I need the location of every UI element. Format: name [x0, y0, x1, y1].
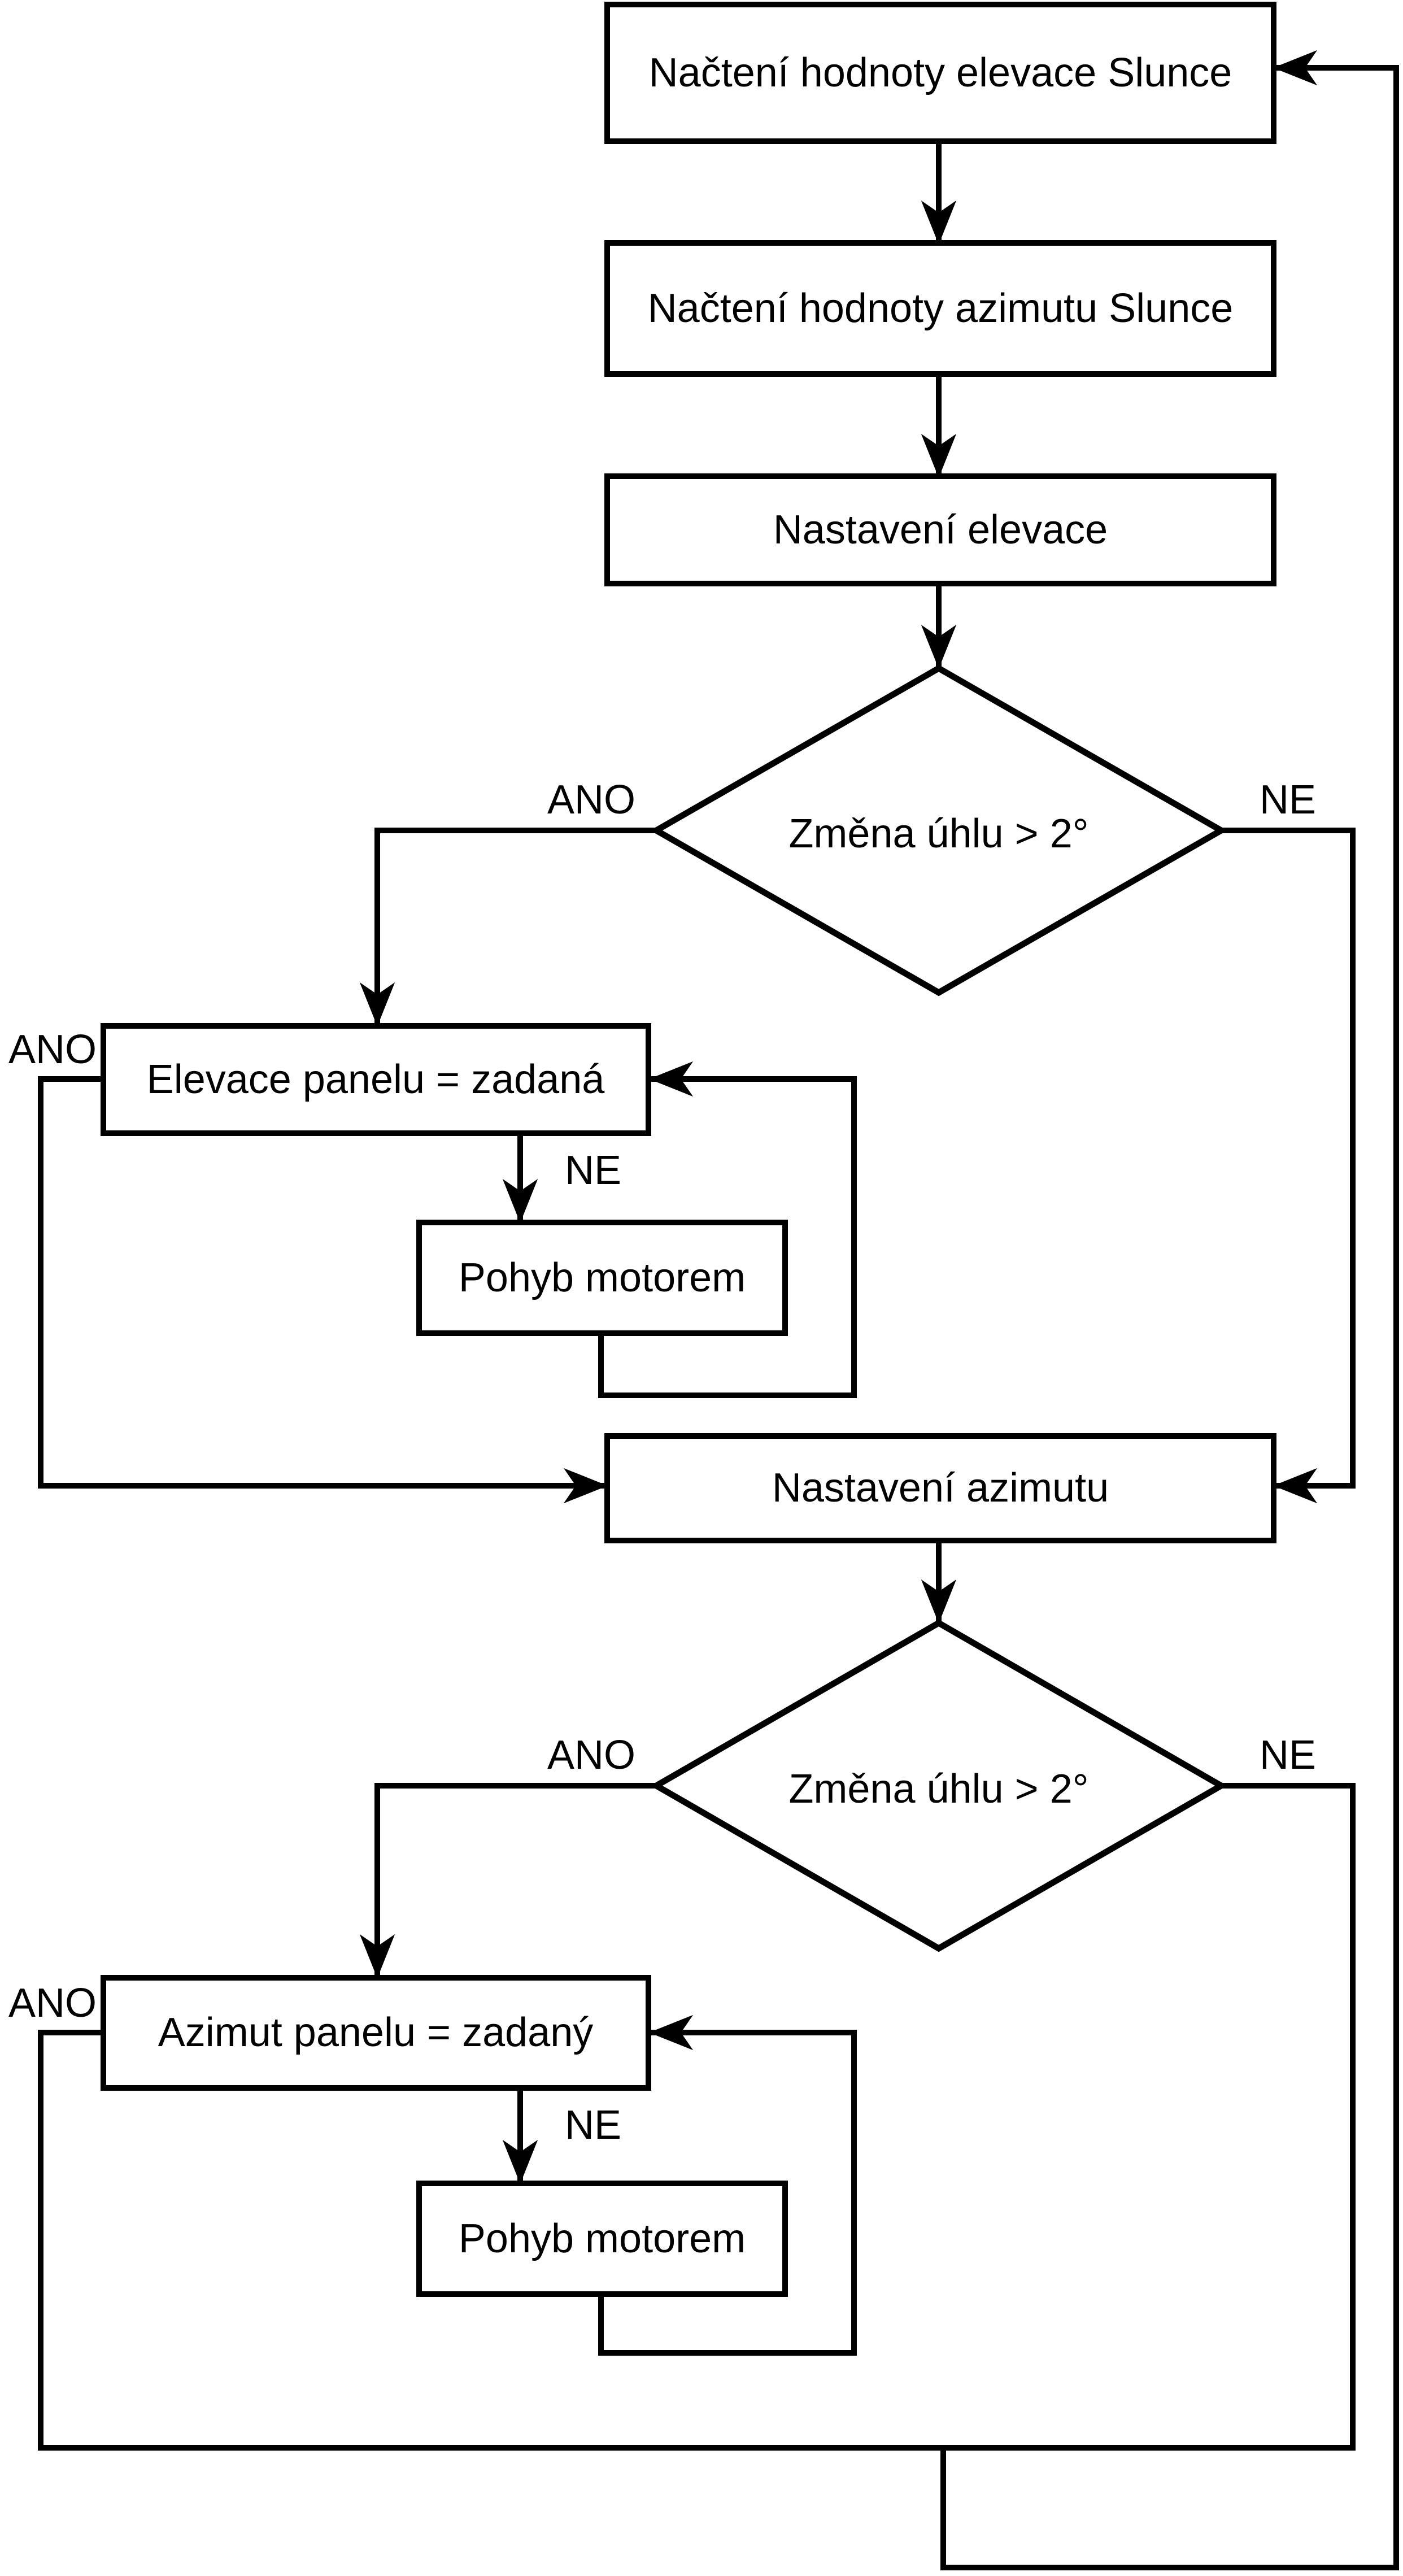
edge-decision-azimuth-ano	[359, 1783, 656, 1978]
node-set-azimuth-label: Nastavení azimutu	[772, 1465, 1109, 1511]
edge-decision-elevation-ano	[359, 828, 656, 1026]
label-azimuth-equal-ano: ANO	[8, 1981, 97, 2026]
label-azimuth-equal-ne: NE	[565, 2103, 621, 2148]
label-decision-azimuth-ano: ANO	[547, 1733, 635, 1778]
node-motor-azimuth-box	[416, 2181, 788, 2297]
node-load-azimuth-label: Načtení hodnoty azimutu Slunce	[648, 286, 1234, 331]
edge-elevation-equal-ano-to-set-azimuth	[38, 1076, 608, 1504]
node-load-azimuth-box	[604, 240, 1276, 377]
edge-azimuth-equal-ano-bottom	[38, 2030, 1356, 2451]
label-decision-azimuth-ne: NE	[1260, 1733, 1316, 1778]
node-azimuth-equal-box	[101, 1975, 651, 2091]
node-elevation-equal-label: Elevace panelu = zadaná	[147, 1057, 605, 1102]
edge-decision-azimuth-ne-down	[1221, 1783, 1356, 2451]
edge-motor-elevation-loop-back	[598, 1061, 857, 1398]
edge-return-to-load-elevation	[940, 50, 1399, 2570]
label-decision-elevation-ano: ANO	[547, 777, 635, 823]
node-set-elevation-label: Nastavení elevace	[773, 507, 1108, 552]
node-load-elevation-label: Načtení hodnoty elevace Slunce	[649, 50, 1232, 95]
node-motor-elevation-box	[416, 1220, 788, 1336]
decision-elevation-label: Změna úhlu > 2°	[788, 811, 1088, 856]
node-motor-azimuth-label: Pohyb motorem	[459, 2216, 746, 2261]
label-decision-elevation-ne: NE	[1260, 777, 1316, 823]
edge-decision-elevation-ne-to-set-azimuth	[1221, 828, 1356, 1504]
node-motor-elevation-label: Pohyb motorem	[459, 1255, 746, 1300]
decision-azimuth-diamond	[650, 1619, 1228, 1952]
decision-elevation-diamond	[650, 664, 1228, 997]
node-azimuth-equal-label: Azimut panelu = zadaný	[158, 2010, 593, 2055]
label-elevation-equal-ne: NE	[565, 1148, 621, 1193]
node-load-elevation-box	[604, 2, 1276, 144]
edge-motor-azimuth-loop-back	[598, 2014, 857, 2356]
node-elevation-equal-box	[101, 1023, 651, 1136]
label-elevation-equal-ano: ANO	[8, 1027, 97, 1072]
decision-azimuth-label: Změna úhlu > 2°	[788, 1766, 1088, 1812]
